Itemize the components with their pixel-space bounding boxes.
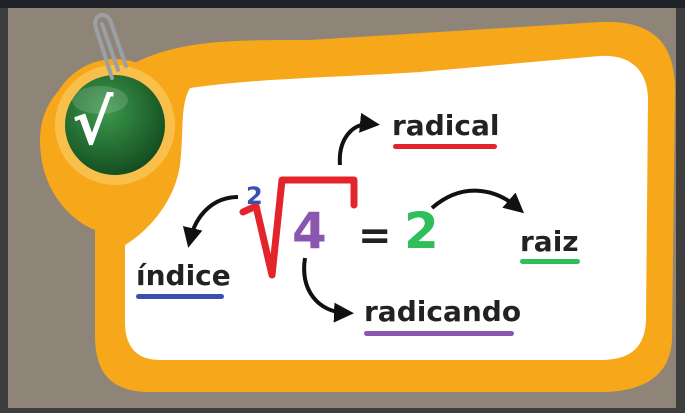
label-radical: radical: [392, 109, 500, 142]
underline-raiz: [520, 259, 580, 264]
paperclip-icon: [93, 12, 128, 80]
radical-sign: [239, 176, 358, 279]
badge-shine: [72, 86, 128, 114]
arrow-to-indice: [182, 195, 239, 248]
label-raiz: raiz: [520, 225, 579, 258]
index-value: 2: [246, 182, 263, 210]
underline-indice: [136, 294, 224, 299]
arrow-to-raiz: [430, 188, 525, 214]
equals-sign: =: [358, 213, 392, 259]
result-value: 2: [404, 202, 439, 260]
radicand-value: 4: [292, 202, 327, 260]
underline-radicando: [364, 331, 514, 336]
label-indice: índice: [136, 259, 231, 292]
top-bar: [0, 0, 685, 8]
arrow-to-radical: [337, 112, 380, 166]
square-root-icon: √: [72, 86, 114, 159]
underline-radical: [393, 144, 497, 149]
label-radicando: radicando: [364, 295, 522, 328]
badge-circle: [65, 75, 165, 175]
arrow-to-radicando: [302, 257, 354, 323]
white-panel: [125, 55, 648, 360]
